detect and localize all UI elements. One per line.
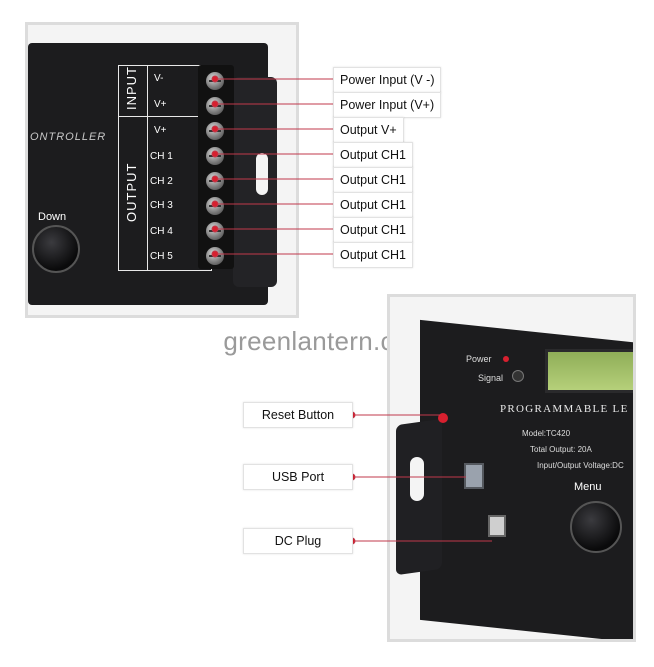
brand-text: ONTROLLER	[30, 131, 107, 143]
power-led-icon	[503, 356, 509, 362]
usb-port[interactable]	[464, 463, 484, 489]
bracket-slot	[410, 457, 424, 501]
terminal-label: CH 5	[150, 251, 173, 262]
callout-usb-port: USB Port	[243, 464, 353, 490]
dc-plug-port[interactable]	[488, 515, 506, 537]
menu-button[interactable]	[570, 501, 622, 553]
callout-output-ch3: Output CH1	[333, 192, 414, 218]
signal-led-icon	[512, 370, 524, 382]
terminal-label: CH 1	[150, 151, 173, 162]
signal-led-label: Signal	[478, 373, 504, 383]
spec-output: Total Output: 20A	[530, 445, 592, 454]
lcd-screen	[545, 349, 633, 393]
top-device-photo: ONTROLLER Down INPUT OUTPUT V- V+ V+ CH …	[25, 22, 299, 318]
callout-reset-button: Reset Button	[243, 402, 353, 428]
callout-dc-plug: DC Plug	[243, 528, 353, 554]
terminal-label: V-	[154, 73, 164, 84]
bottom-device-photo: Power Signal PROGRAMMABLE LE Model:TC420…	[387, 294, 636, 642]
callout-output-ch4: Output CH1	[333, 217, 414, 243]
power-led-label: Power	[466, 354, 492, 364]
terminal-label: CH 4	[150, 226, 173, 237]
callout-output-ch5: Output CH1	[333, 242, 414, 268]
down-button[interactable]	[32, 225, 80, 273]
menu-button-label: Menu	[574, 481, 602, 493]
terminal-label: V+	[154, 125, 167, 136]
spec-voltage: Input/Output Voltage:DC	[537, 461, 624, 470]
terminal-label: V+	[154, 99, 167, 110]
callout-output-ch1: Output CH1	[333, 142, 414, 168]
bracket-slot	[256, 153, 268, 195]
terminal-label: CH 2	[150, 176, 173, 187]
down-button-label: Down	[38, 211, 67, 223]
callout-power-input-positive: Power Input (V+)	[333, 92, 442, 118]
top-callout-lines	[211, 75, 333, 258]
terminal-label: CH 3	[150, 200, 173, 211]
mount-bracket	[233, 77, 277, 287]
callout-output-vplus: Output V+	[333, 117, 404, 143]
reset-button[interactable]	[438, 413, 448, 423]
device-title: PROGRAMMABLE LE	[500, 403, 629, 415]
spec-model: Model:TC420	[522, 429, 571, 438]
